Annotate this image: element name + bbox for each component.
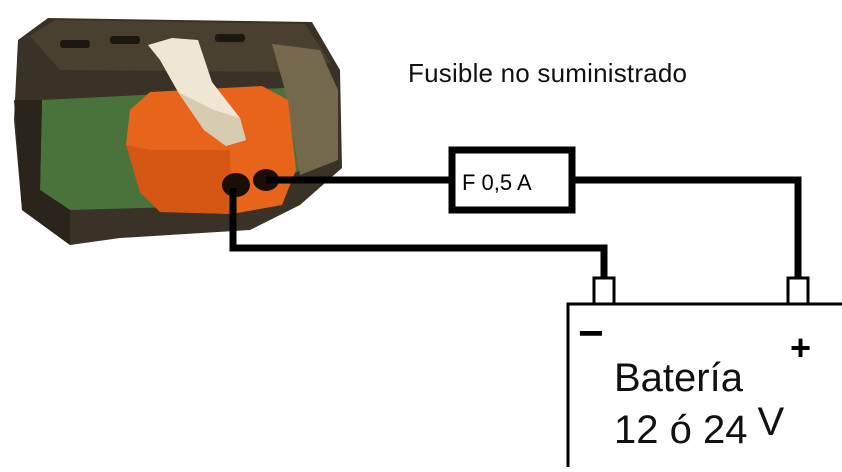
battery-minus-sign: − xyxy=(578,309,604,358)
device-left-face xyxy=(14,100,70,245)
battery-terminal-negative xyxy=(592,276,616,306)
device-photo xyxy=(14,18,342,245)
fuse-note: Fusible no suministrado xyxy=(408,58,688,88)
terminal-hole-left xyxy=(222,173,250,197)
battery-body xyxy=(566,302,842,467)
terminal-lever-shade xyxy=(178,92,246,146)
wires xyxy=(229,176,802,280)
battery-voltage-unit: V xyxy=(757,400,785,444)
wire-negative xyxy=(229,188,608,280)
terminal-block-shade xyxy=(126,145,232,214)
battery-label: Batería xyxy=(614,356,743,400)
device-slot xyxy=(215,34,245,42)
fuse-box xyxy=(448,146,576,214)
device-right-face xyxy=(272,44,338,175)
battery-terminal-positive xyxy=(786,276,810,306)
fuse-label: F 0,5 A xyxy=(462,170,532,195)
device-slot xyxy=(110,36,140,44)
battery-plus-sign: + xyxy=(790,327,812,368)
wire-fuse-to-positive xyxy=(572,176,802,280)
device-slot xyxy=(60,40,90,48)
battery-voltage-value: 12 ó 24 xyxy=(614,408,748,452)
